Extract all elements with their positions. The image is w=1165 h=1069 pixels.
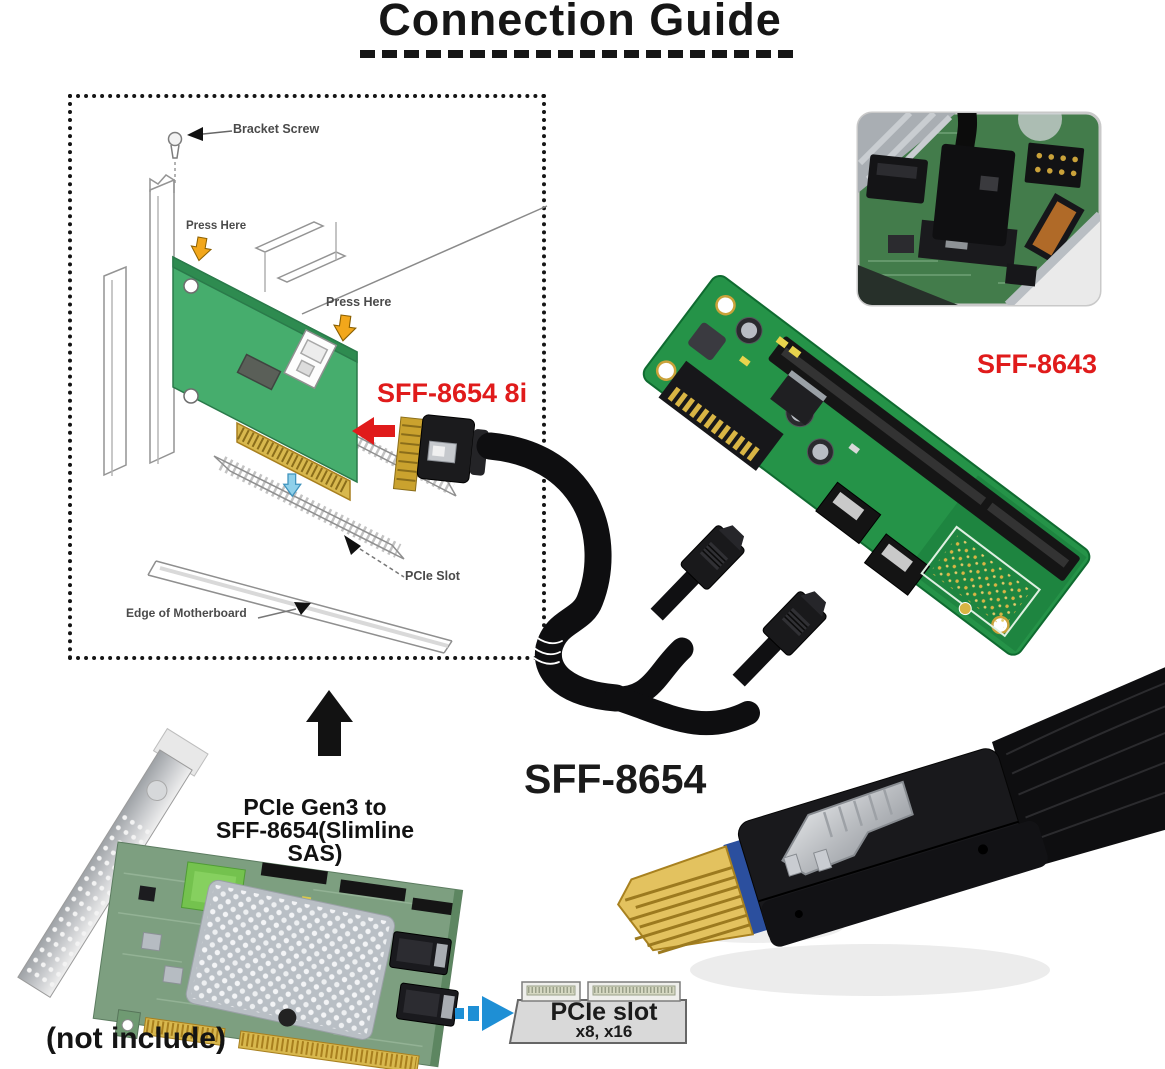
sff8643-port	[815, 481, 882, 545]
bracket-screw-label: Bracket Screw	[233, 122, 320, 136]
insert-arrow-icon	[282, 473, 302, 498]
heatsink	[185, 879, 396, 1040]
pcie-slot-graphic-sublabel: x8, x16	[575, 1022, 633, 1041]
bracket-screw-arrow	[187, 127, 203, 141]
install-diagram-box	[68, 94, 546, 660]
page-title: Connection Guide	[378, 0, 782, 45]
sff8654-connector-small	[392, 414, 489, 492]
sff8643-connector-end	[650, 525, 745, 621]
title-underline	[360, 50, 793, 58]
raid-card-caption-line2: SFF-8654(Slimline SAS)	[215, 817, 415, 866]
adapter-card-drawing	[172, 255, 358, 502]
raid-card-caption-line1: PCIe Gen3 to	[243, 794, 387, 820]
sata-power-connector	[658, 360, 784, 471]
not-include-note: (not include)	[46, 1022, 226, 1055]
pcie-slot-graphic	[508, 981, 687, 1044]
adapter-board-photo	[642, 275, 1091, 656]
motherboard-photo	[856, 111, 1102, 307]
press-here-arrow-icon	[332, 314, 357, 342]
raid-card-photo	[17, 727, 464, 1069]
raid-card-caption: PCIe Gen3 to SFF-8654(Slimline SAS)	[190, 796, 440, 865]
latch-clip-icon	[781, 780, 914, 877]
red-arrow-icon	[352, 417, 395, 445]
pcie-slot-label: PCIe Slot	[405, 569, 460, 583]
sff8654-cable-label: SFF-8654	[524, 756, 707, 802]
press-here-arrow-icon	[190, 236, 213, 262]
install-line-drawing	[103, 127, 548, 654]
sas-cable	[476, 432, 760, 736]
sff8654-connector-closeup	[616, 656, 1165, 996]
pcie-slot-graphic-label: PCIe slot	[550, 998, 658, 1026]
edge-arrow	[294, 602, 311, 615]
press-here-label-top: Press Here	[186, 220, 247, 232]
sff8643-label: SFF-8643	[977, 349, 1098, 379]
up-arrow-icon	[306, 690, 353, 756]
bracket-screw-icon	[167, 131, 183, 184]
blue-arrow-icon	[455, 996, 514, 1031]
motherboard-edge-label: Edge of Motherboard	[126, 606, 247, 620]
sas-port	[396, 982, 459, 1027]
sas-port	[389, 931, 452, 976]
press-here-label-right: Press Here	[326, 295, 392, 309]
sff8654-8i-label: SFF-8654 8i	[377, 378, 528, 408]
pcie-slot-arrow	[344, 535, 361, 555]
sff8643-port	[863, 533, 931, 596]
sff8643-connector-end	[732, 591, 827, 687]
